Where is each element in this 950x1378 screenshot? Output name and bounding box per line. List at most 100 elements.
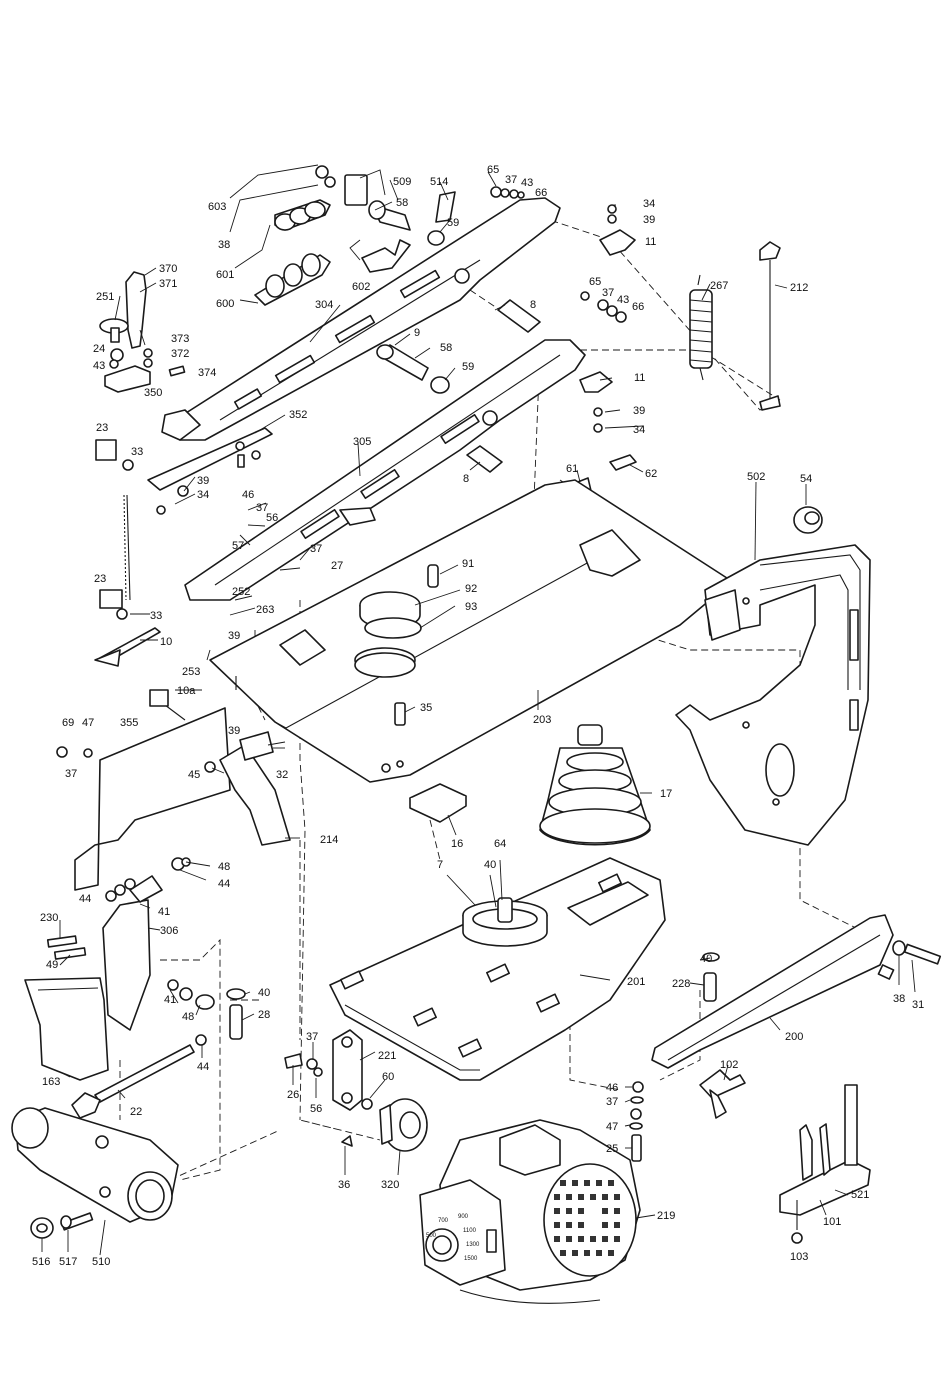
callout-label: 48 — [182, 1011, 194, 1023]
callout-label: 37 — [602, 287, 614, 299]
callout-label: 47 — [82, 717, 94, 729]
callout-label: 35 — [420, 702, 432, 714]
clamp-tube-510 — [11, 1107, 179, 1223]
screw-517 — [60, 1212, 94, 1231]
callout-label: 54 — [800, 473, 812, 485]
callout-label: 370 — [159, 263, 177, 275]
callout-label: 46 — [606, 1082, 618, 1094]
guard-bracket-306 — [46, 857, 191, 1031]
callout-label: 45 — [188, 769, 200, 781]
callout-label: 23 — [96, 422, 108, 434]
callout-label: 59 — [462, 361, 474, 373]
eccentric-320 — [379, 1098, 428, 1152]
screw-35 — [394, 702, 406, 726]
callout-label: 93 — [465, 601, 477, 613]
callout-label: 263 — [256, 604, 274, 616]
dial-mark: 1500 — [464, 1256, 478, 1262]
callout-label: 37 — [505, 174, 517, 186]
callout-label: 37 — [310, 543, 322, 555]
callout-label: 350 — [144, 387, 162, 399]
callout-label: 65 — [589, 276, 601, 288]
callout-label: 58 — [440, 342, 452, 354]
callout-label: 163 — [42, 1076, 60, 1088]
callout-label: 46 — [242, 489, 254, 501]
callout-label: 66 — [535, 187, 547, 199]
callout-label: 39 — [643, 214, 655, 226]
tilt-scale-214 — [219, 731, 291, 846]
callout-label: 34 — [633, 424, 645, 436]
callout-label: 26 — [287, 1089, 299, 1101]
callout-label: 33 — [131, 446, 143, 458]
callout-label: 102 — [720, 1059, 738, 1071]
callout-label: 200 — [785, 1031, 803, 1043]
callout-label: 32 — [276, 769, 288, 781]
callout-label: 65 — [487, 164, 499, 176]
callout-label: 374 — [198, 367, 216, 379]
callout-label: 8 — [530, 299, 536, 311]
lower-arm-305 — [184, 339, 586, 601]
callout-label: 252 — [232, 586, 250, 598]
callout-label: 305 — [353, 436, 371, 448]
dial-mark: 1300 — [466, 1242, 480, 1248]
callout-label: 510 — [92, 1256, 110, 1268]
callout-label: 91 — [462, 558, 474, 570]
callout-label: 10 — [160, 636, 172, 648]
callout-label: 66 — [632, 301, 644, 313]
callout-label: 41 — [164, 994, 176, 1006]
callout-label: 58 — [396, 197, 408, 209]
callout-label: 47 — [606, 1121, 618, 1133]
callout-label: 33 — [150, 610, 162, 622]
callout-label: 203 — [533, 714, 551, 726]
callout-label: 40 — [700, 953, 712, 965]
callout-label: 304 — [315, 299, 333, 311]
callout-label: 37 — [65, 768, 77, 780]
callout-label: 600 — [216, 298, 234, 310]
tensioner-lever-parts — [99, 271, 186, 393]
callout-label: 38 — [893, 993, 905, 1005]
dial-mark: 1100 — [463, 1228, 477, 1234]
callout-label: 25 — [606, 1143, 618, 1155]
callout-label: 372 — [171, 348, 189, 360]
callout-label: 251 — [96, 291, 114, 303]
callout-label: 22 — [130, 1106, 142, 1118]
callout-label: 11 — [645, 236, 656, 248]
callout-label: 31 — [912, 999, 924, 1011]
c-frame-502 — [675, 544, 871, 846]
callout-label: 7 — [437, 859, 443, 871]
base-plate-201 — [329, 857, 666, 1081]
work-table-203 — [209, 479, 731, 783]
callout-label: 320 — [381, 1179, 399, 1191]
callout-label: 10a — [177, 685, 196, 697]
callout-label: 267 — [710, 280, 728, 292]
callout-label: 57 — [232, 540, 244, 552]
callout-label: 39 — [228, 725, 240, 737]
callout-label: 48 — [218, 861, 230, 873]
knob-516 — [30, 1217, 54, 1239]
motor-219 — [419, 1119, 641, 1304]
callout-label: 603 — [208, 201, 226, 213]
callout-label: 602 — [352, 281, 370, 293]
dial-mark: 900 — [458, 1214, 469, 1220]
callout-label: 221 — [378, 1050, 396, 1062]
callout-label: 61 — [566, 463, 578, 475]
support-bracket-200 — [651, 914, 942, 1119]
callout-label: 521 — [851, 1189, 869, 1201]
callout-label: 230 — [40, 912, 58, 924]
callout-label: 516 — [32, 1256, 50, 1268]
saw-blade — [94, 494, 161, 667]
callout-label: 9 — [414, 327, 420, 339]
callout-label: 56 — [266, 512, 278, 524]
callout-label: 44 — [218, 878, 230, 890]
blade-guard-355 — [56, 689, 231, 891]
callout-label: 39 — [633, 405, 645, 417]
callout-label: 517 — [59, 1256, 77, 1268]
callout-label: 17 — [660, 788, 672, 800]
callout-label: 60 — [382, 1071, 394, 1083]
callout-label: 37 — [606, 1096, 618, 1108]
callout-label: 355 — [120, 717, 138, 729]
callout-label: 601 — [216, 269, 234, 281]
callout-label: 509 — [393, 176, 411, 188]
callout-labels: 603 38 601 600 602 509 514 58 59 65 37 4… — [32, 164, 924, 1268]
callout-label: 44 — [197, 1061, 209, 1073]
callout-label: 39 — [228, 630, 240, 642]
